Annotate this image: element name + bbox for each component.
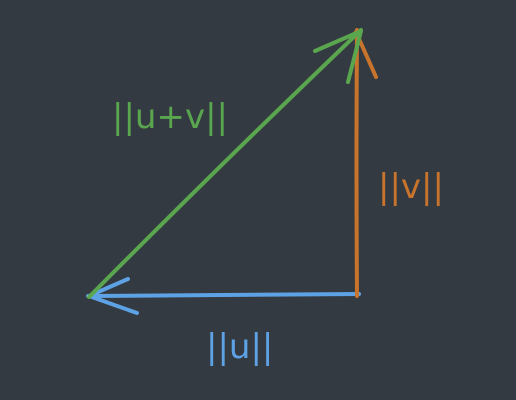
- vector-sum-label: ||u+v||: [112, 97, 228, 137]
- vector-v-label: ||v||: [378, 167, 444, 207]
- vector-u-label: ||u||: [206, 327, 273, 367]
- vector-sum-arrowhead: [313, 29, 363, 84]
- vector-u: [86, 277, 361, 315]
- vector-v: [354, 28, 378, 298]
- vector-sum-shaft: [87, 28, 363, 299]
- vector-v-shaft: [354, 28, 359, 298]
- vector-u-shaft: [86, 292, 361, 298]
- vector-sum: [87, 28, 363, 299]
